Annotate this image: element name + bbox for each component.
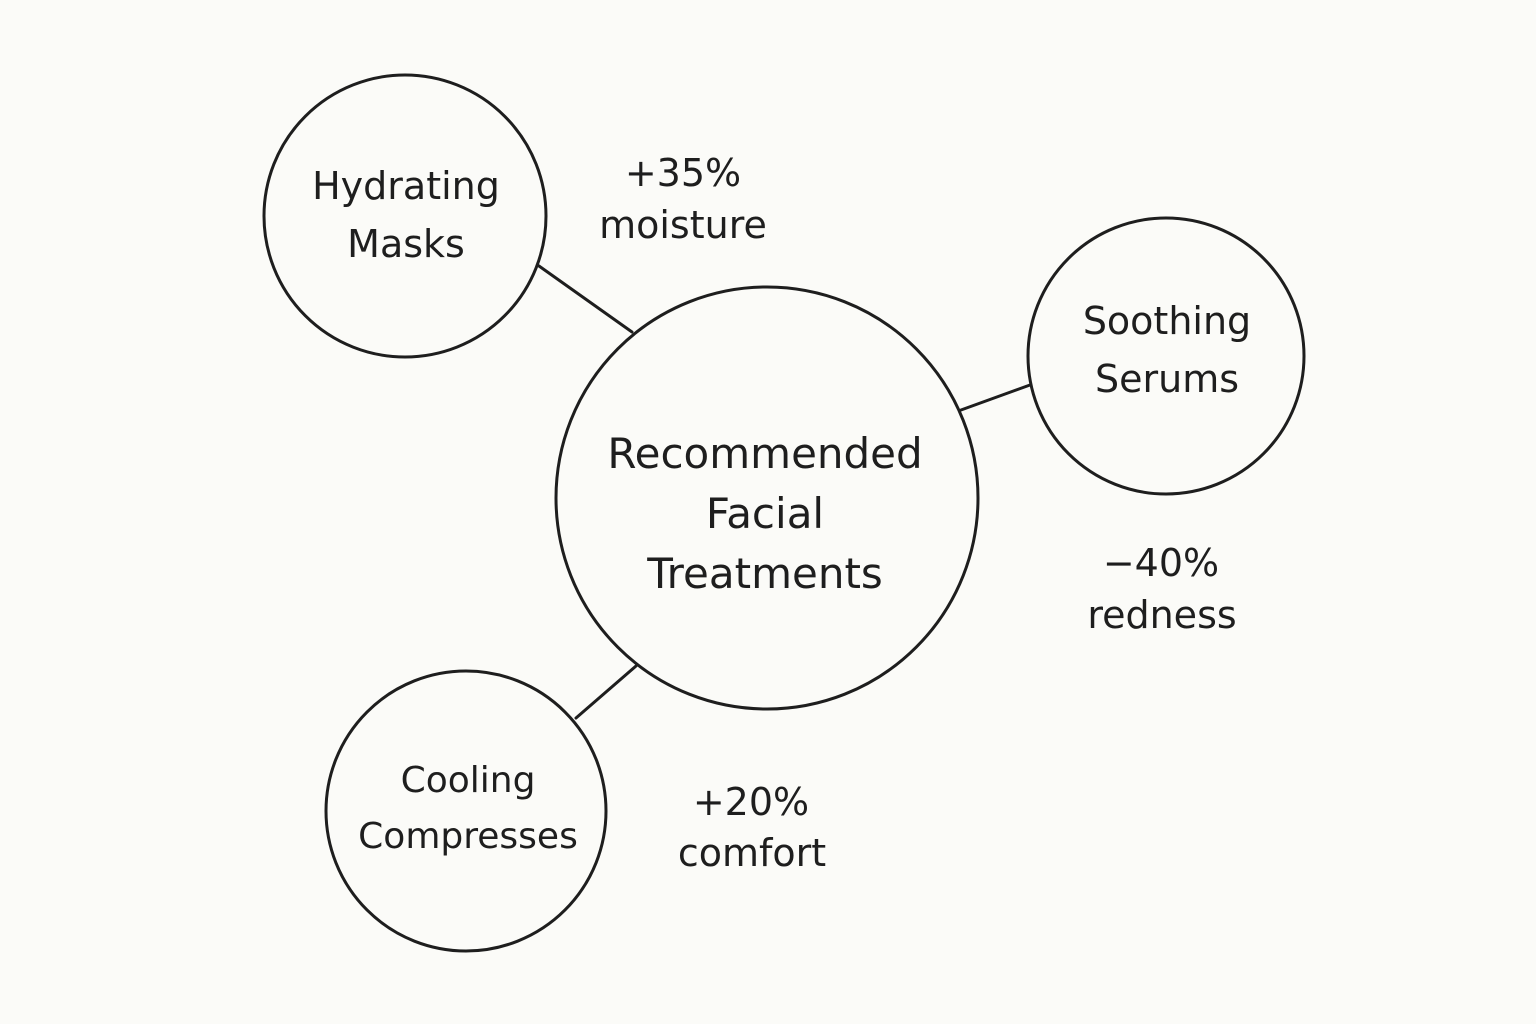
stat-hydrating-masks-label: moisture: [599, 203, 767, 247]
center-node-circle: [554, 285, 980, 711]
node-hydrating-masks-line-1: Hydrating: [312, 164, 500, 208]
center-node-line-1: Recommended: [607, 429, 922, 478]
node-cooling-compresses: Cooling Compresses: [324, 669, 608, 953]
node-soothing-serums-circle: [1026, 216, 1306, 496]
node-soothing-serums: Soothing Serums: [1026, 216, 1306, 496]
connector-soothing-serums: [959, 383, 1032, 412]
stat-soothing-serums-value: −40%: [1103, 541, 1219, 585]
connector-hydrating-masks: [537, 264, 634, 334]
node-cooling-compresses-line-1: Cooling: [401, 760, 536, 801]
stat-hydrating-masks: +35% moisture: [599, 151, 767, 247]
stat-soothing-serums: −40% redness: [1087, 541, 1236, 637]
center-node-line-3: Treatments: [646, 549, 883, 598]
node-cooling-compresses-circle: [324, 669, 608, 953]
node-soothing-serums-line-2: Serums: [1095, 357, 1239, 401]
node-hydrating-masks: Hydrating Masks: [262, 73, 548, 359]
connector-cooling-compresses: [574, 664, 638, 720]
node-cooling-compresses-line-2: Compresses: [358, 816, 578, 857]
node-hydrating-masks-line-2: Masks: [347, 222, 465, 266]
node-soothing-serums-line-1: Soothing: [1083, 299, 1251, 343]
center-node: Recommended Facial Treatments: [554, 285, 980, 711]
center-node-line-2: Facial: [706, 489, 824, 538]
stat-cooling-compresses-value: +20%: [693, 780, 809, 824]
stat-cooling-compresses: +20% comfort: [678, 780, 826, 875]
node-hydrating-masks-circle: [262, 73, 548, 359]
stat-hydrating-masks-value: +35%: [625, 151, 741, 195]
stat-soothing-serums-label: redness: [1087, 593, 1236, 637]
stat-cooling-compresses-label: comfort: [678, 831, 826, 875]
